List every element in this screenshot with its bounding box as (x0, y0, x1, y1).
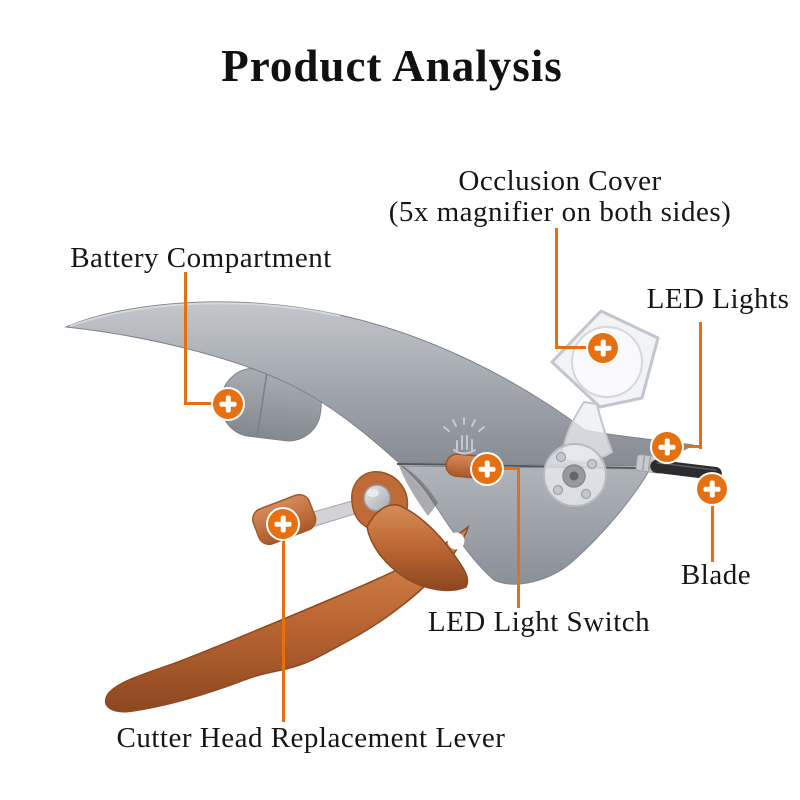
led-leader-line-horizontal (681, 445, 702, 448)
led-light-switch-label: LED Light Switch (427, 606, 651, 638)
occlusion-cover-label-line2: (5x magnifier on both sides) (388, 195, 732, 228)
blade-plus-marker-icon (697, 474, 727, 504)
switch-leader-line-vertical (517, 467, 520, 608)
battery-leader-line-vertical (184, 272, 187, 405)
hand-light-icon (443, 417, 485, 455)
battery-compartment-label: Battery Compartment (70, 242, 332, 274)
occlusion-cover-label-line1: Occlusion Cover (458, 165, 662, 197)
bracket-hole (447, 532, 465, 550)
occlusion-cover-label: Occlusion Cover (5x magnifier on both si… (330, 166, 790, 227)
pivot-screw-disc (543, 443, 607, 507)
grip-upper-bracket (366, 504, 469, 592)
pivot-shadow (398, 463, 438, 516)
occlusion-cover-plus-marker-icon (588, 333, 618, 363)
blade-leader-line (711, 502, 714, 562)
cutter-leader-line (282, 536, 285, 722)
led-lights-plus-marker-icon (652, 432, 682, 462)
handle-highlight (69, 302, 341, 327)
led-lights-label: LED Lights (646, 283, 790, 315)
grip-handle-shape (104, 524, 470, 713)
led-switch-plus-marker-icon (472, 454, 502, 484)
occlusion-leader-line-horizontal (555, 346, 593, 349)
cutter-head-lever-label: Cutter Head Replacement Lever (116, 722, 506, 754)
cutter-lever-plus-marker-icon (268, 509, 298, 539)
switch-leader-line-horizontal (500, 467, 520, 470)
blade-slot-line (396, 463, 653, 469)
battery-compartment-plus-marker-icon (213, 389, 243, 419)
occlusion-leader-line-vertical (555, 228, 558, 349)
page-title: Product Analysis (221, 41, 563, 91)
led-leader-line-vertical (699, 322, 702, 449)
battery-leader-line-horizontal (184, 402, 217, 405)
blade-label: Blade (680, 559, 752, 591)
